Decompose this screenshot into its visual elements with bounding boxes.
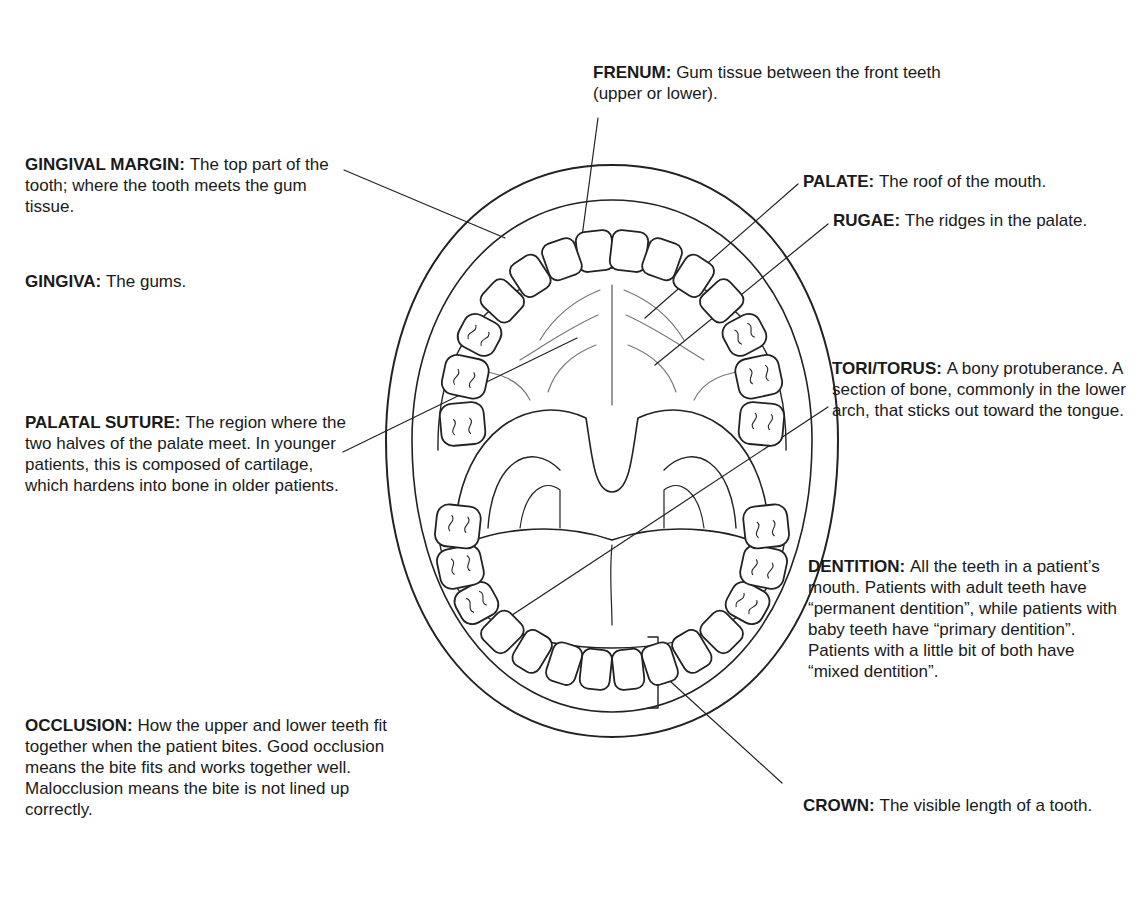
term-label: RUGAE: [833,211,900,230]
tooth [440,353,491,401]
term-label: DENTITION: [808,557,905,576]
tongue-midline [611,545,612,625]
molar-groove [448,515,469,533]
annotation: TORI/TORUS:A bony protuberance. A sectio… [832,358,1142,421]
term-label: TORI/TORUS: [832,359,942,378]
molar-groove [452,418,473,436]
tooth [738,543,789,591]
tooth-outline [738,401,785,447]
annotation: RUGAE: The ridges in the palate. [833,210,1142,231]
molar-groove [465,590,489,613]
molar-groove [735,592,759,615]
leader-line [581,118,598,244]
tooth-outline [579,648,613,691]
tooth-outline [435,543,486,591]
annotation: OCCLUSION:How the upper and lower teeth … [25,715,400,820]
leader-line [344,170,505,238]
annotation: GINGIVA: The gums. [25,271,325,292]
annotation: FRENUM:Gum tissue between the front teet… [593,62,963,104]
molar-groove [467,324,491,347]
term-definition: The visible length of a tooth. [880,796,1093,815]
tooth [718,310,770,361]
term-definition: The roof of the mouth. [879,172,1046,191]
rugae-ridge [624,290,684,340]
tooth [742,503,790,549]
tooth-outline [733,353,784,401]
tooth-outline [434,503,482,549]
leader-line [655,224,828,365]
tooth-outline [611,648,645,691]
tooth-outline [453,310,505,361]
tooth-outline [440,353,491,401]
tooth-outline [439,401,486,447]
annotation: CROWN: The visible length of a tooth. [803,795,1103,816]
tooth [579,648,613,691]
molar-groove [449,555,471,575]
tooth [738,401,785,447]
term-label: PALATAL SUTURE: [25,413,181,432]
palatal-suture [611,285,612,405]
annotation: PALATE: The roof of the mouth. [803,171,1133,192]
rugae-ridge [520,315,598,360]
mouth-opening [412,200,812,712]
tooth-outline [742,503,790,549]
annotation: GINGIVAL MARGIN:The top part of the toot… [25,154,355,217]
rugae-ridge [548,345,596,392]
term-label: PALATE: [803,172,874,191]
molar-groove [453,369,475,389]
leader-line [343,338,577,452]
molar-groove [752,413,773,431]
palate-arch-inner [520,486,560,528]
tooth [733,353,784,401]
term-label: GINGIVAL MARGIN: [25,155,185,174]
term-label: GINGIVA: [25,272,101,291]
lip-outline [386,165,838,737]
molar-groove [751,559,773,579]
term-definition: The ridges in the palate. [905,211,1087,230]
palate-arch [455,410,769,528]
tooth [434,503,482,549]
leader-line [660,672,782,783]
term-label: CROWN: [803,796,875,815]
upper-gum [438,268,786,450]
tooth [439,401,486,447]
term-label: FRENUM: [593,63,671,82]
palate-arch-inner [488,457,560,528]
tooth [435,543,486,591]
tooth-outline [718,310,770,361]
rugae-ridge [626,315,704,360]
rugae-ridge [628,345,676,392]
molar-groove [748,365,770,385]
tooth [453,310,505,361]
molar-groove [733,322,757,345]
palate-arch-inner [664,457,736,528]
annotation: DENTITION:All the teeth in a patient’s m… [808,556,1128,682]
term-label: OCCLUSION: [25,716,133,735]
molar-groove [755,520,776,538]
annotation: PALATAL SUTURE:The region where the two … [25,412,355,496]
rugae-ridge [540,290,600,340]
tooth [611,648,645,691]
term-definition: The gums. [106,272,186,291]
tooth-outline [738,543,789,591]
